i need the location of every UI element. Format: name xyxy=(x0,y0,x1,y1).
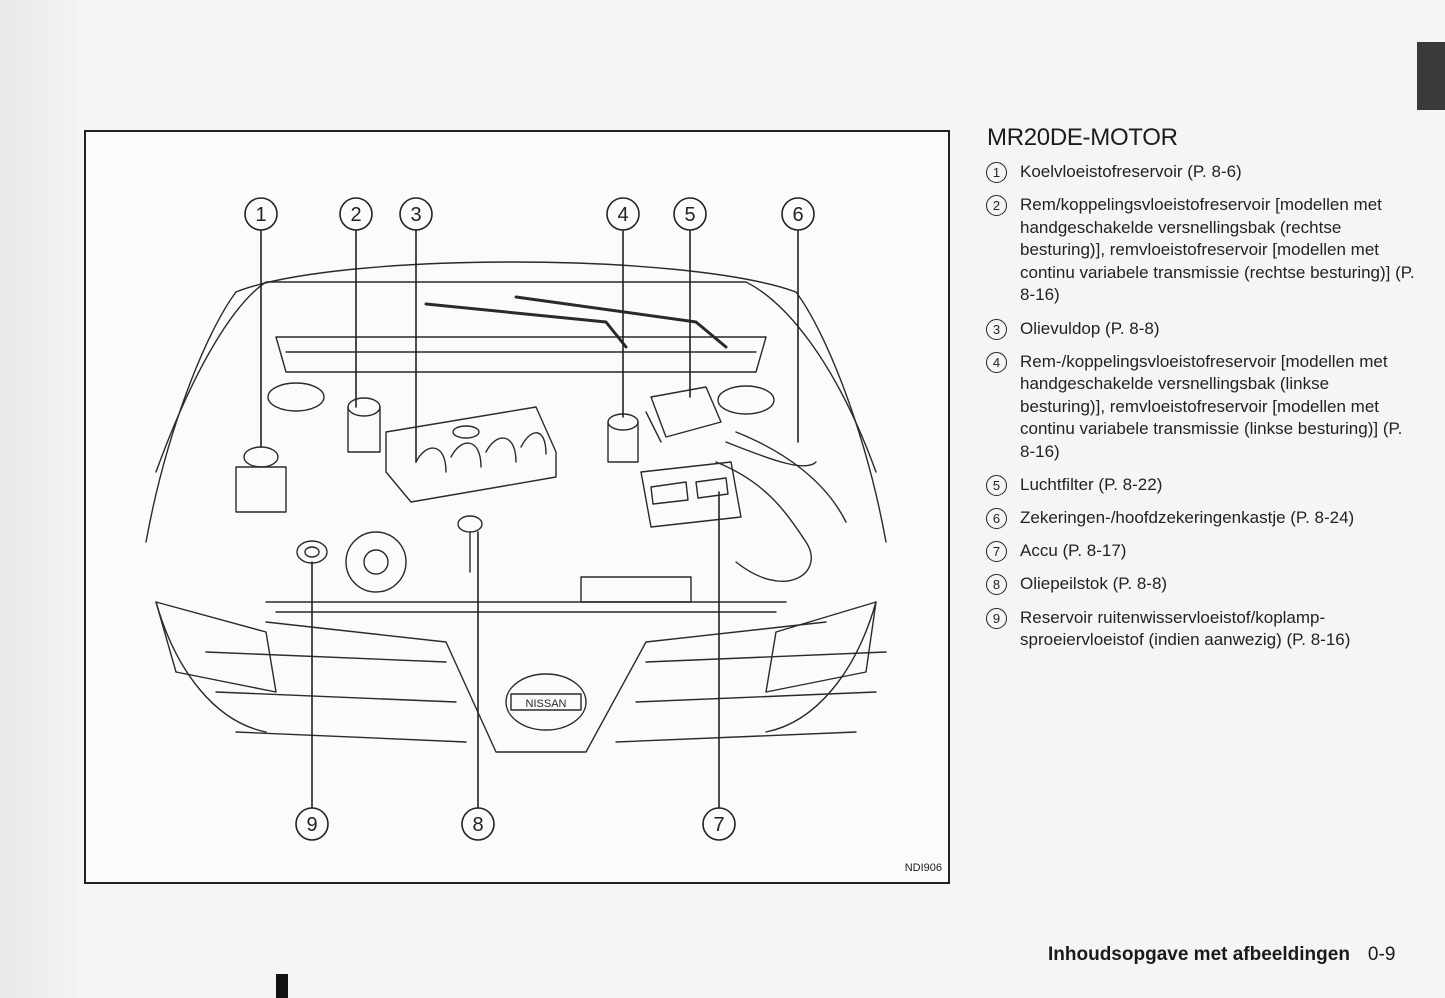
page-footer: Inhoudsopgave met afbeeldingen 0-9 xyxy=(1048,944,1395,966)
callout-6: 6 xyxy=(792,204,803,226)
callout-1: 1 xyxy=(255,204,266,226)
component-legend: 1 Koelvloeistofreservoir (P. 8-6) 2 Rem/ko… xyxy=(986,161,1416,662)
legend-number: 5 xyxy=(986,475,1007,497)
callout-3: 3 xyxy=(410,204,421,226)
engine-bay-drawing: NISSAN 1 2 xyxy=(145,197,887,841)
legend-number: 3 xyxy=(986,318,1007,340)
legend-item: 1 Koelvloeistofreservoir (P. 8-6) xyxy=(986,161,1416,184)
figure-code: NDI906 xyxy=(904,862,942,874)
callout-7: 7 xyxy=(713,814,724,836)
section-title: MR20DE-MOTOR xyxy=(987,124,1178,151)
legend-number: 8 xyxy=(986,574,1007,596)
footer-section-name: Inhoudsopgave met afbeeldingen xyxy=(1048,944,1350,965)
legend-item: 5 Luchtfilter (P. 8-22) xyxy=(986,474,1416,497)
callout-2: 2 xyxy=(350,204,361,226)
legend-item: 8 Oliepeilstok (P. 8-8) xyxy=(986,573,1416,596)
crop-mark xyxy=(276,974,288,998)
legend-number: 4 xyxy=(986,351,1007,373)
legend-text: Rem/koppelingsvloeistofreservoir [modell… xyxy=(1020,195,1415,305)
legend-text: Rem-/koppelingsvloeistofreservoir [model… xyxy=(1020,351,1403,462)
grille-logo-text: NISSAN xyxy=(526,698,567,710)
legend-item: 7 Accu (P. 8-17) xyxy=(986,540,1416,563)
legend-item: 6 Zekeringen-/hoofdzekeringenkastje (P. 8… xyxy=(986,507,1416,530)
callout-5: 5 xyxy=(684,204,695,226)
legend-text: Oliepeilstok (P. 8-8) xyxy=(1020,574,1168,594)
legend-text: Luchtfilter (P. 8-22) xyxy=(1020,475,1163,495)
engine-bay-illustration: NISSAN 1 2 xyxy=(84,130,950,884)
legend-item: 9 Reservoir ruitenwisservloeistof/koplamp… xyxy=(986,607,1416,652)
chapter-thumb-tab xyxy=(1417,42,1445,110)
legend-text: Olievuldop (P. 8-8) xyxy=(1020,318,1160,338)
legend-item: 4 Rem-/koppelingsvloeistofreservoir [mode… xyxy=(986,351,1416,464)
scan-edge-shadow xyxy=(0,0,78,998)
callout-8: 8 xyxy=(472,814,483,836)
legend-number: 9 xyxy=(986,607,1007,629)
callout-9: 9 xyxy=(306,814,317,836)
footer-page-number: 0-9 xyxy=(1367,944,1396,965)
callout-4: 4 xyxy=(617,204,628,226)
legend-text: Reservoir ruitenwisservloeistof/koplamp-… xyxy=(1020,607,1351,650)
legend-number: 6 xyxy=(986,508,1007,530)
legend-text: Accu (P. 8-17) xyxy=(1020,541,1127,561)
legend-number: 7 xyxy=(986,541,1007,563)
legend-text: Zekeringen-/hoofdzekeringenkastje (P. 8-… xyxy=(1020,508,1355,528)
legend-text: Koelvloeistofreservoir (P. 8-6) xyxy=(1020,162,1242,181)
legend-number: 1 xyxy=(986,162,1007,183)
legend-number: 2 xyxy=(986,195,1007,217)
legend-item: 3 Olievuldop (P. 8-8) xyxy=(986,318,1416,341)
legend-item: 2 Rem/koppelingsvloeistofreservoir [model… xyxy=(986,194,1416,307)
